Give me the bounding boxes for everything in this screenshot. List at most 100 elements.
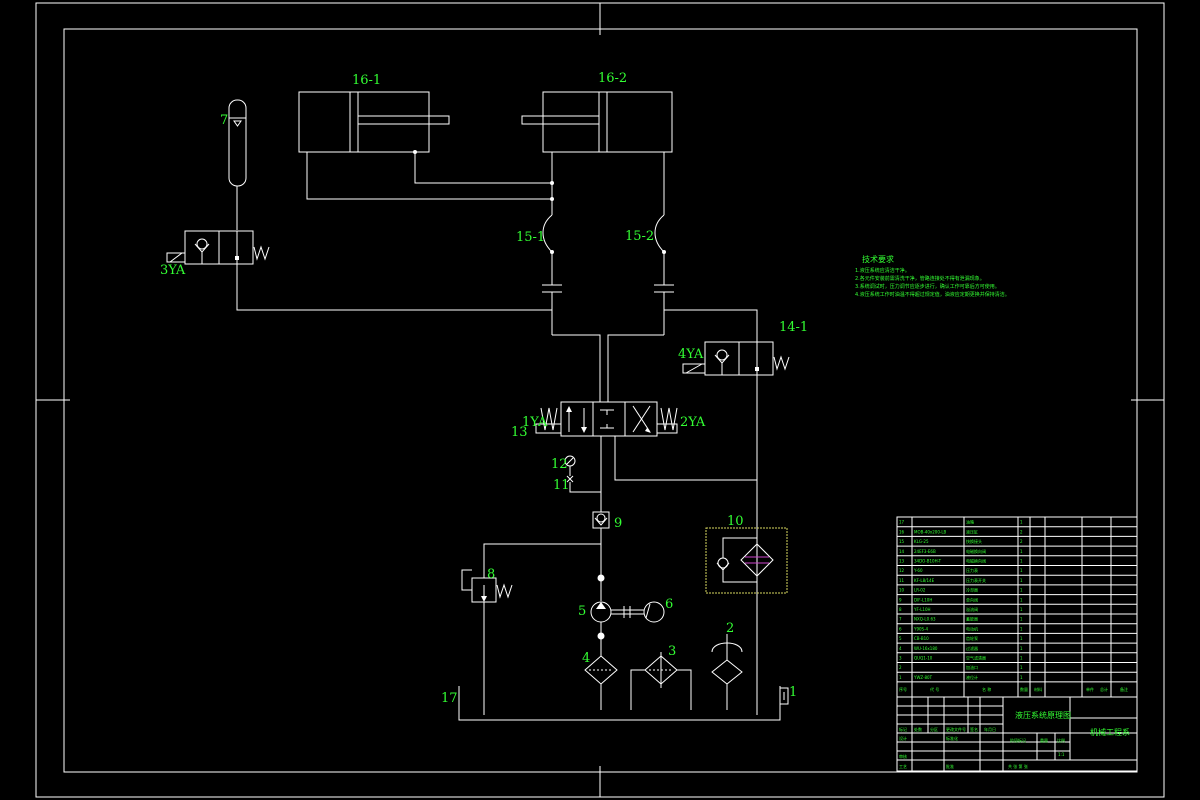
parts-cell: 1 [1020, 559, 1023, 564]
tb-label-change: 更改文件号 [946, 726, 966, 732]
label-5: 5 [578, 604, 586, 619]
parts-header-cell: 代 号 [930, 686, 939, 692]
parts-cell: 1 [1020, 665, 1023, 670]
label-9: 9 [614, 516, 622, 531]
parts-cell: 8 [899, 607, 902, 612]
parts-cell: 1 [1020, 607, 1023, 612]
parts-cell: 2 [1020, 529, 1023, 534]
parts-cell: 3 [899, 656, 902, 661]
notes-line-3: 3.系统调试时，压力调节应逐步进行，确认工作可靠后方可使用。 [855, 283, 1000, 290]
filter-4 [584, 655, 618, 710]
label-15-1: 15-1 [516, 230, 545, 245]
parts-header-cell: 备注 [1120, 686, 1128, 692]
tb-label-zone: 分区 [930, 726, 938, 732]
tb-design: 设计 [899, 735, 907, 741]
label-11: 11 [553, 478, 570, 493]
parts-cell: 1 [1020, 520, 1023, 525]
line-a [552, 334, 601, 402]
parts-cell: 14 [899, 549, 905, 554]
parts-cell: 15 [899, 539, 905, 544]
label-4ya: 4YA [678, 347, 704, 362]
relief-valve-8 [461, 543, 601, 715]
tb-label-count: 处数 [914, 726, 922, 732]
label-2ya: 2YA [680, 415, 706, 430]
tb-weight: 重量 [1040, 737, 1048, 743]
tb-label-sign: 签名 [970, 726, 978, 732]
parts-cell: 12 [899, 568, 905, 573]
parts-header-cell: 序号 [899, 686, 907, 692]
parts-cell: 13 [899, 559, 905, 564]
parts-cell: 1 [1020, 646, 1023, 651]
label-14-1: 14-1 [779, 320, 808, 335]
parts-cell: 压力表 [966, 567, 978, 573]
parts-cell: 液压缸 [966, 528, 978, 534]
label-1: 1 [789, 685, 797, 700]
parts-cell: 快换接头 [966, 538, 982, 544]
parts-cell: 11 [899, 578, 905, 583]
parts-cell: 1 [899, 675, 902, 680]
label-7: 7 [220, 113, 228, 128]
parts-cell: 冷却器 [966, 587, 978, 593]
parts-cell: 1 [1020, 656, 1023, 661]
parts-cell: 空气滤清器 [966, 655, 986, 661]
cylinder-piping [306, 150, 665, 215]
tb-approve: 批准 [946, 763, 954, 769]
tb-stage: 阶段标记 [1010, 737, 1026, 743]
parts-cell: 2 [1020, 539, 1023, 544]
parts-cell: 1 [1020, 617, 1023, 622]
line-to-14-1 [664, 309, 758, 342]
parts-cell: MOB-40x200-LB [914, 529, 947, 534]
parts-cell: 加油口 [966, 664, 978, 670]
label-1ya: 1YA [522, 415, 548, 430]
notes-line-2: 2.各元件安装前需清洗干净，管路连接处不得有泄漏现象。 [855, 275, 985, 282]
parts-cell: 5 [899, 636, 902, 641]
cylinder-16-2 [521, 91, 673, 153]
label-8: 8 [487, 567, 495, 582]
parts-header-cell: 总计 [1100, 686, 1108, 692]
pressure-gauge-12 [564, 455, 601, 493]
line-b [607, 334, 664, 402]
parts-cell: 1 [1020, 675, 1023, 680]
label-13: 13 [511, 425, 528, 440]
label-16-2: 16-2 [598, 71, 627, 86]
tb-scale: 比例 [1057, 737, 1065, 743]
parts-cell: KLG-25 [914, 539, 929, 544]
cylinder-16-1 [298, 91, 450, 153]
tb-standard: 标准化 [946, 735, 958, 741]
tb-label-mark: 标记 [899, 726, 907, 732]
parts-cell: 过滤器 [966, 645, 978, 651]
pump-5 [590, 574, 644, 656]
parts-header-cell: 数量 [1020, 686, 1028, 692]
parts-cell: 7 [899, 617, 902, 622]
notes-title: 技术要求 [862, 254, 894, 264]
parts-cell: 单向阀 [966, 596, 978, 602]
notes-line-4: 4.液压系统工作时油温不得超过规定值，油液应定期更换并保持清洁。 [855, 291, 1010, 298]
tb-scale-value: 1:1 [1058, 752, 1065, 757]
tank-17 [458, 686, 789, 721]
technical-notes: 技术要求 1.液压系统应清洁干净。 2.各元件安装前需清洗干净，管路连接处不得有… [855, 254, 1010, 298]
unit-name: 机械工程系 [1090, 727, 1130, 737]
label-17: 17 [441, 691, 458, 706]
parts-cell: 1 [1020, 597, 1023, 602]
label-12: 12 [551, 457, 568, 472]
parts-cell: YF-L10H [913, 607, 931, 612]
label-6: 6 [665, 597, 673, 612]
parts-cell: 电磁换向阀 [966, 548, 986, 554]
parts-cell: 1 [1020, 626, 1023, 631]
parts-cell: NXQ-L0.63 [914, 617, 936, 622]
quick-coupling-15-2 [654, 214, 674, 335]
parts-cell: 9 [899, 597, 902, 602]
parts-cell: 1 [1020, 549, 1023, 554]
parts-cell: 1 [1020, 578, 1023, 583]
parts-cell: 34DO-B10H-T [914, 559, 942, 564]
parts-cell: 2 [899, 665, 902, 670]
tb-process: 工艺 [899, 764, 907, 769]
parts-cell: YWZ-80T [913, 675, 933, 680]
parts-cell: 油箱 [966, 519, 974, 525]
parts-cell: 电动机 [966, 625, 978, 631]
filler-2 [711, 634, 743, 710]
notes-line-1: 1.液压系统应清洁干净。 [855, 267, 910, 274]
parts-cell: KF-L8/14E [914, 578, 935, 583]
parts-header-cell: 材料 [1034, 686, 1042, 692]
